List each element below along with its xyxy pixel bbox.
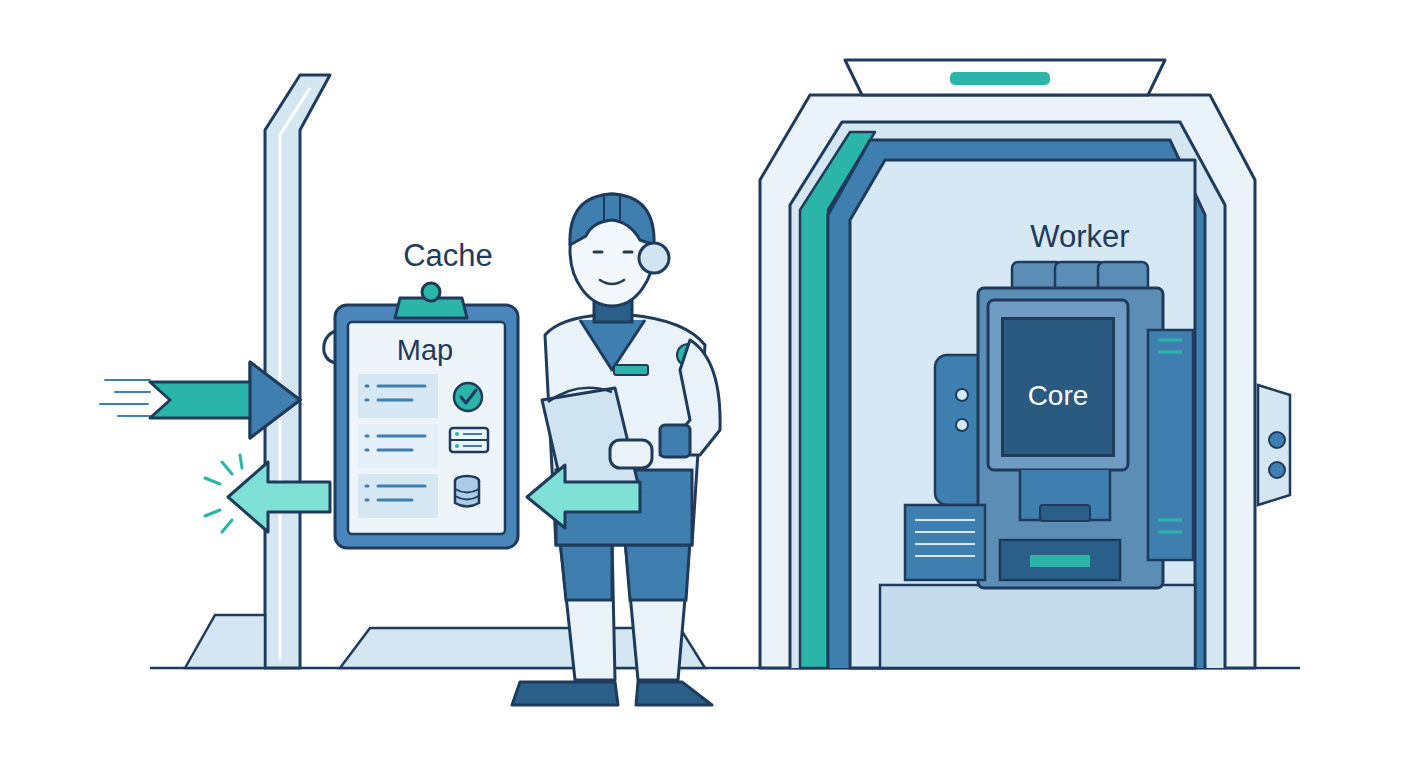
clipboard-node: CacheMap bbox=[333, 300, 520, 550]
core-screen: Core bbox=[1001, 317, 1115, 457]
core-label: Core bbox=[1028, 379, 1089, 413]
cache-heading: Cache bbox=[403, 237, 493, 274]
worker-label: Worker bbox=[1030, 218, 1129, 255]
worker-pod: WorkerCore bbox=[750, 55, 1310, 680]
map-label: Map bbox=[397, 333, 453, 368]
